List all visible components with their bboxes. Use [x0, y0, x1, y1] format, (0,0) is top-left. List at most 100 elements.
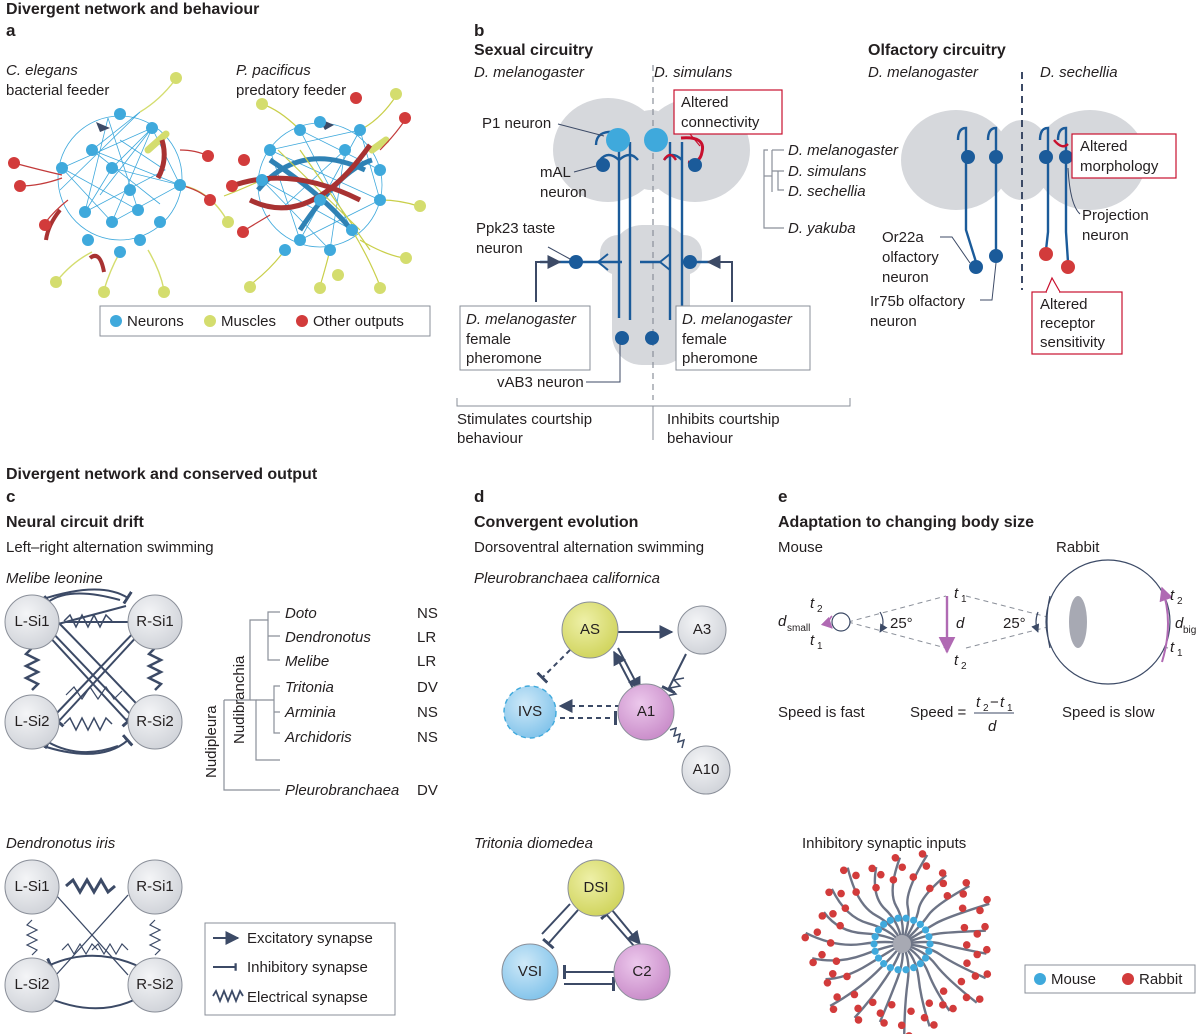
- rabbit-synapse-dot: [962, 941, 971, 949]
- rabbit-synapse-dot: [877, 870, 885, 879]
- taxon-dendronotus: Dendronotus: [285, 629, 371, 646]
- node-vsi: [501, 943, 559, 1001]
- node-a10-label: A10: [693, 761, 720, 778]
- mouse-synapse-dot: [880, 960, 888, 968]
- rabbit-synapse-dot: [818, 912, 827, 920]
- species-c-elegans: C. elegans: [6, 62, 78, 79]
- rabbit-synapse-dot: [943, 892, 952, 900]
- rabbit-synapse-dot: [837, 889, 845, 898]
- pheromone-right-3: pheromone: [682, 350, 758, 367]
- legend-neurons-dot: [110, 315, 122, 327]
- rabbit-synapse-dot: [823, 978, 832, 987]
- rabbit-synapse-dot: [958, 904, 967, 913]
- panel-a-letter: a: [6, 21, 16, 40]
- stimulates-2: behaviour: [457, 430, 523, 447]
- node-c2-label: C2: [632, 963, 651, 980]
- inhibitory-inputs-title: Inhibitory synaptic inputs: [802, 835, 966, 852]
- species-melibe: Melibe leonine: [6, 570, 103, 587]
- rabbit-synapse-dot: [957, 977, 966, 986]
- p-pacificus-network: [223, 88, 426, 294]
- species-p-pacificus-desc: predatory feeder: [236, 82, 346, 99]
- dendrite-branch: [830, 888, 903, 945]
- altered-receptor-3: sensitivity: [1040, 334, 1106, 351]
- taxon-arminia: Arminia: [284, 704, 336, 721]
- label-mal-neuron-2: neuron: [540, 184, 587, 201]
- or22a-2: olfactory: [882, 249, 939, 266]
- pheromone-left-2: female: [466, 331, 511, 348]
- legend-other-outputs: Other outputs: [313, 313, 404, 330]
- mouse-synapse-dot: [886, 916, 894, 924]
- t1-middle-sub: 1: [961, 594, 967, 605]
- stimulates-1: Stimulates courtship: [457, 411, 592, 428]
- speed-fast: Speed is fast: [778, 704, 866, 721]
- d-small: d: [778, 613, 787, 630]
- altered-receptor-2: receptor: [1040, 315, 1095, 332]
- rabbit-synapse-dot: [852, 871, 860, 880]
- d-big-sub: big: [1183, 625, 1196, 636]
- taxon-melibe: Melibe: [285, 653, 329, 670]
- altered-connectivity-1: Altered: [681, 94, 729, 111]
- drosophila-tree: [763, 149, 784, 229]
- tree-taxa: Doto Dendronotus Melibe Tritonia Arminia…: [284, 605, 438, 799]
- mouse-synapse-dot: [925, 933, 933, 941]
- rabbit-synapse-dot: [880, 1019, 888, 1027]
- rabbit-synapse-dot: [854, 1004, 862, 1013]
- node-r-si1-bottom-label: R-Si1: [136, 878, 174, 895]
- node-dsi-label: DSI: [583, 879, 608, 896]
- rabbit-synapse-dot: [982, 945, 991, 954]
- t2-rabbit-sub: 2: [1177, 596, 1183, 607]
- top-section-title: Divergent network and behaviour: [6, 1, 259, 18]
- mouse-synapse-dot: [916, 960, 924, 968]
- rabbit-synapse-dot: [971, 972, 980, 980]
- legend-muscles: Muscles: [221, 313, 276, 330]
- mouse-synapse-dot: [921, 926, 930, 934]
- code-doto: NS: [417, 605, 438, 622]
- sexual-sp-simulans: D. simulans: [654, 64, 733, 81]
- d-small-sub: small: [787, 623, 810, 634]
- rabbit-synapse-dot: [939, 1001, 947, 1009]
- t2-mouse: t: [810, 595, 815, 612]
- rabbit-synapse-dot: [825, 888, 833, 897]
- rabbit-synapse-dot: [983, 895, 991, 904]
- olf-sp-melanogaster: D. melanogaster: [868, 64, 979, 81]
- rabbit-synapse-dot: [949, 1004, 957, 1013]
- tree-simulans: D. simulans: [788, 163, 867, 180]
- d-middle: d: [956, 615, 965, 632]
- node-a1-label: A1: [637, 703, 655, 720]
- rabbit-synapse-dot: [832, 957, 841, 966]
- rabbit-synapse-dot: [963, 959, 971, 968]
- dendrite-branch: [900, 943, 910, 1034]
- t2-rabbit: t: [1170, 587, 1175, 604]
- altered-morphology-1: Altered: [1080, 138, 1128, 155]
- panel-b: b Sexual circuitry D. melanogaster D. si…: [456, 21, 1177, 447]
- mouse-synapse-dot: [916, 920, 924, 928]
- electrical-zigzag-icon: [212, 988, 244, 1004]
- code-dendronotus: LR: [417, 629, 436, 646]
- panel-b-letter: b: [474, 21, 484, 40]
- label-mouse: Mouse: [778, 539, 823, 556]
- code-melibe: LR: [417, 653, 436, 670]
- soma: [893, 935, 911, 953]
- rabbit-synapse-dot: [926, 884, 934, 893]
- panel-e: e Adaptation to changing body size Mouse…: [778, 487, 1196, 1034]
- rabbit-synapse-dot: [897, 1021, 906, 1030]
- p1-neuron-left: [606, 128, 630, 152]
- rabbit-synapse-dot: [907, 1007, 915, 1016]
- formula-t2: t: [976, 694, 981, 711]
- legend-rabbit-dot: [1122, 973, 1134, 985]
- dendrite-branch: [901, 942, 987, 980]
- dendrite-branch: [901, 874, 948, 945]
- rabbit-synapse-dot: [983, 970, 992, 978]
- rabbit-synapse-dot: [839, 866, 848, 875]
- rabbit-synapse-dot: [829, 1005, 838, 1014]
- mouse-synapse-dot: [880, 920, 888, 928]
- rabbit-synapse-dot: [836, 921, 844, 930]
- node-l-si2-bottom-label: L-Si2: [14, 976, 49, 993]
- legend-mouse-dot: [1034, 973, 1046, 985]
- dendrite-branch: [901, 942, 978, 1004]
- node-r-si1-top-label: R-Si1: [136, 613, 174, 630]
- mouse-synapse-dot: [871, 947, 879, 955]
- d-big: d: [1175, 615, 1184, 632]
- rabbit-synapse-dot: [872, 883, 880, 892]
- node-as-label: AS: [580, 621, 600, 638]
